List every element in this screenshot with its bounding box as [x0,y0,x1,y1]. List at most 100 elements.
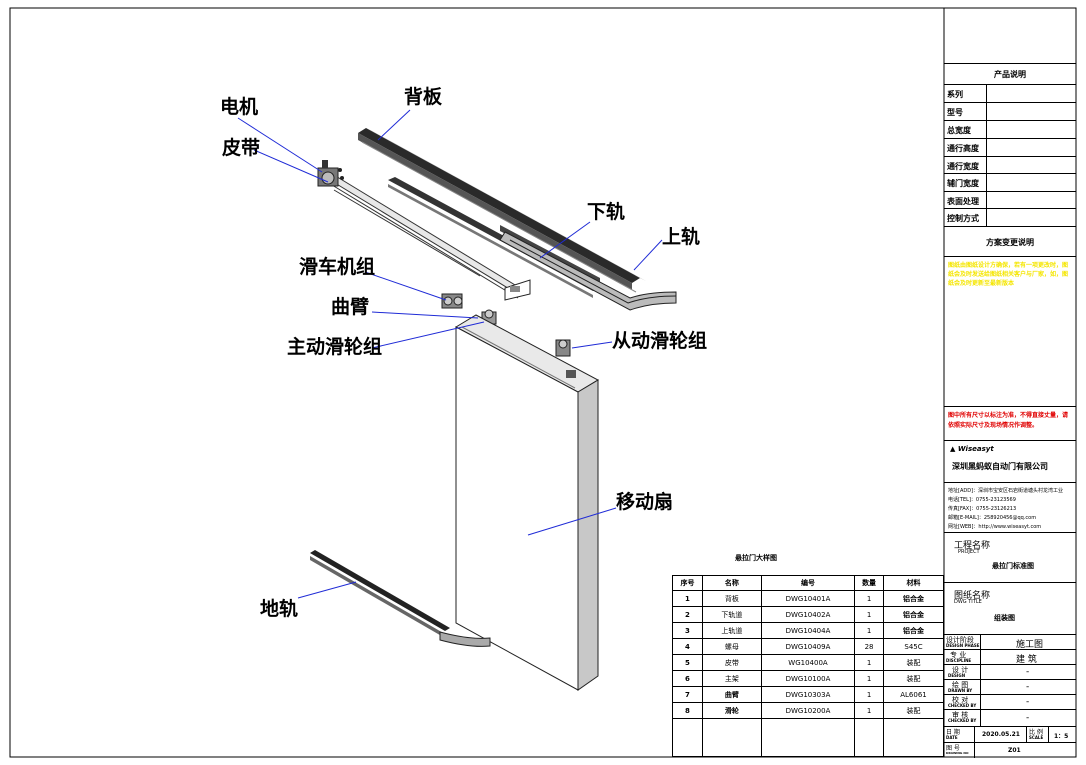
cell-material: 装配 [883,702,944,719]
parts-table-title: 悬拉门大样图 [735,554,777,562]
discipline-value: 建 筑 [1016,655,1037,665]
company-name: 深圳黑蚂蚁自动门有限公司 [952,462,1048,471]
driven-pulley-part [555,339,576,378]
contact-address: 地址[ADD]：深圳市宝安区石岩街道塘头村龙湾工业 [948,488,1064,494]
approved-sub: CHECKED BY [948,718,977,723]
cell-material: 铝合金 [883,606,944,623]
drawing-label-en: DWG TITLE [954,599,982,605]
checked-value: - [1026,697,1030,707]
dwg-no-value: Z01 [1008,747,1021,754]
scale-sub: SCALE [1029,735,1044,740]
table-row: 7 曲臂 DWG10303A 1 AL6061 [672,686,944,703]
change-note: 图纸由图纸设计方确保，若有一项更改时，图纸会及时发送给图纸相关客户与厂家，如，图… [948,262,1069,287]
drawing-name: 组装图 [994,614,1015,622]
cell-code: DWG10303A [760,686,856,703]
dwg-no-label: 图 号 [946,745,960,752]
cell-code: DWG10409A [760,638,856,655]
table-row: 1 背板 DWG10401A 1 铝合金 [672,590,944,607]
cell-material: 装配 [883,670,944,687]
cell-material: 铝合金 [883,622,944,639]
callout-lower-rail: 下轨 [587,201,626,223]
floor-rail-part [310,550,491,647]
design-label: 设 计 [952,666,969,674]
callout-moving-leaf: 移动扇 [616,491,674,513]
discipline-label: 专 业 [950,651,967,659]
checked-label: 校 对 [952,696,969,704]
cell-no: 8 [672,702,703,719]
cell-material: AL6061 [883,686,944,703]
upper-rail-part [499,231,677,311]
callout-belt: 皮带 [222,137,261,159]
cell-qty: 1 [854,686,884,703]
cell-material: 装配 [883,654,944,671]
phase-value: 施工图 [1016,640,1044,650]
table-row: 6 主架 DWG10100A 1 装配 [672,670,944,687]
cell-name: 滑轮 [701,702,762,719]
cell-name: 下轨道 [701,606,762,623]
ant-logo-icon: ▲ [950,445,956,453]
cell-name: 螺母 [701,638,762,655]
cell-qty: 1 [854,590,884,607]
checked-sub: CHECKED BY [948,703,977,708]
cell-qty: 1 [854,622,884,639]
date-value: 2020.05.21 [982,731,1020,738]
contact-web: 网址[WEB]：http://www.wiseasyt.com [948,524,1042,530]
cell-no: 6 [672,670,703,687]
cell-name: 背板 [701,590,762,607]
table-row: 4 螺母 DWG10409A 28 S45C [672,638,944,655]
parts-header-code: 编号 [760,575,856,591]
dwg-no-sub: DRAWING NO [946,751,969,755]
moving-leaf-part [454,314,600,691]
cell-code: DWG10401A [760,590,856,607]
field-pass-width: 通行宽度 [947,162,979,171]
title-block: 产品说明 系列 型号 总宽度 通行高度 通行宽度 辅门宽度 表面处理 控制方式 … [944,8,1076,758]
field-aux-door-width: 辅门宽度 [947,179,979,188]
phase-sub: DESIGN PHASE [946,643,980,648]
cell-no: 1 [672,590,703,607]
cell-material: S45C [883,638,944,655]
design-sub: DESIGN [948,673,966,678]
callout-motor: 电机 [220,96,259,118]
callout-curved-arm: 曲臂 [331,296,370,318]
warning-note: 图中所有尺寸以标注为准，不得直接丈量，请依照实际尺寸及现场情况作调整。 [948,412,1069,429]
approved-value: - [1026,713,1030,723]
cell-name: 上轨道 [701,622,762,639]
parts-header-no: 序号 [672,575,703,591]
project-label-en: PROJECT [958,549,980,555]
parts-header-material: 材料 [883,575,944,591]
cell-code: DWG10100A [760,670,856,687]
cell-name: 曲臂 [701,686,762,703]
cell-qty: 1 [854,702,884,719]
design-value: - [1026,667,1030,677]
company-logo: ▲ Wiseasyt [950,445,994,453]
callout-driven-pulley: 从动滑轮组 [612,330,708,352]
field-control-mode: 控制方式 [947,214,979,223]
cell-no: 5 [672,654,703,671]
drawing-label: 图纸名称 [954,591,991,601]
cell-code: DWG10200A [760,702,856,719]
contact-tel: 电话[TEL]：0755-23123569 [948,497,1016,503]
cell-qty: 1 [854,670,884,687]
product-desc-heading: 产品说明 [994,70,1026,79]
cell-qty: 1 [854,606,884,623]
drawn-value: - [1026,682,1030,692]
leader-lines [237,109,663,599]
table-row: 2 下轨道 DWG10402A 1 铝合金 [672,606,944,623]
cell-no: 3 [672,622,703,639]
cell-material: 铝合金 [883,590,944,607]
drawn-label: 绘 图 [952,681,969,689]
approved-label: 审 核 [952,711,969,719]
scale-value: 1：5 [1054,733,1069,740]
cell-qty: 1 [854,654,884,671]
contact-fax: 传真[FAX]：0755-23126213 [948,506,1017,512]
field-surface-finish: 表面处理 [947,197,979,206]
table-row: 3 上轨道 DWG10404A 1 铝合金 [672,622,944,639]
field-total-width: 总宽度 [947,126,971,135]
callout-upper-rail: 上轨 [662,226,701,248]
cell-name: 皮带 [701,654,762,671]
callout-drive-pulley: 主动滑轮组 [287,336,383,358]
company-logo-text: Wiseasyt [957,445,994,453]
contact-email: 邮箱[E-MAIL]：258920456@qq.com [948,515,1037,521]
